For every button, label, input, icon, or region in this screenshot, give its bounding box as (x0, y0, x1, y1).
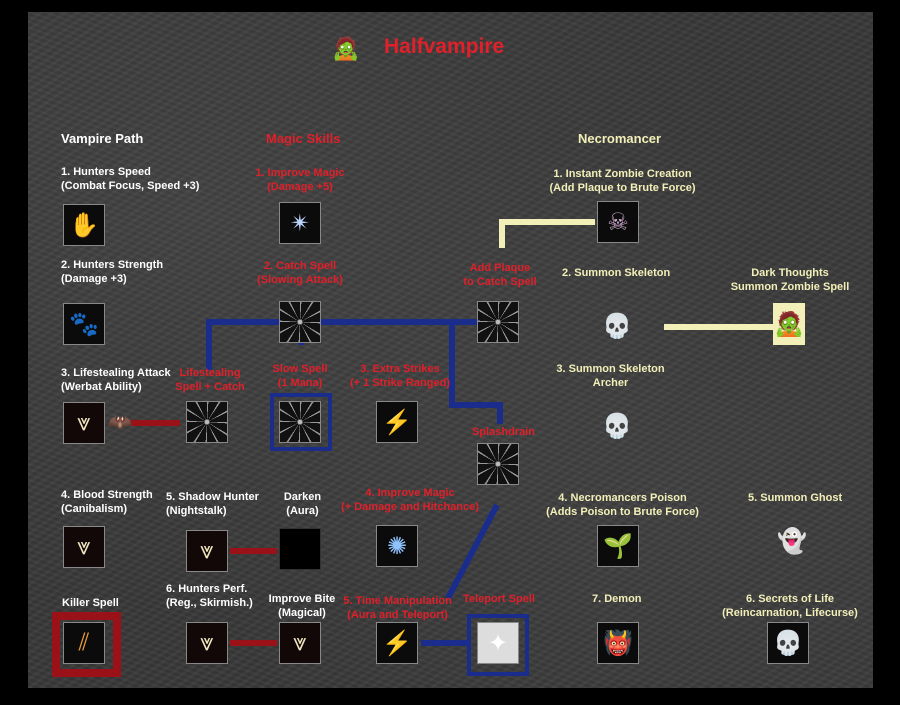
werbat-sprite-icon: 🦇 (107, 411, 133, 434)
killer-spell-label: Killer Spell (62, 597, 119, 609)
hunters-perf-fangs-icon[interactable]: ⩔ (186, 622, 228, 664)
improve-bite-label: Improve Bite(Magical) (268, 593, 336, 619)
summon-ghost-label: 5. Summon Ghost (748, 492, 843, 504)
secrets-skulls-icon[interactable]: 💀 (767, 622, 809, 664)
zombie-creation-icon[interactable]: ☠ (597, 201, 639, 243)
blood-strength-fangs-icon[interactable]: ⩔ (63, 526, 105, 568)
demon-label: 7. Demon (592, 593, 642, 605)
hunters-strength-icon[interactable]: 🐾 (63, 303, 105, 345)
slow-spell-web-icon[interactable] (279, 401, 321, 443)
summon-skeleton-label: 2. Summon Skeleton (562, 267, 671, 279)
shadow-hunter-label: 5. Shadow Hunter(Nightstalk) (166, 491, 259, 517)
splashdrain-label: Splashdrain (472, 426, 535, 438)
extra-strikes-label: 3. Extra Strikes(+ 1 Strike Ranged) (350, 363, 450, 389)
time-manipulation-icon[interactable]: ⚡ (376, 622, 418, 664)
hunters-strength-label: 2. Hunters Strength(Damage +3) (61, 259, 164, 285)
skeleton-sprite-icon[interactable]: 💀 (602, 312, 632, 340)
skill-tree-board (28, 12, 873, 688)
instant-zombie-label: 1. Instant Zombie Creation(Add Plaque to… (549, 168, 696, 194)
page-title: Halfvampire (384, 35, 505, 58)
lifestealing-spell-web-icon[interactable] (186, 401, 228, 443)
plaque-catch-web-icon[interactable] (477, 301, 519, 343)
poison-plant-icon[interactable]: 🌱 (597, 525, 639, 567)
improve-bite-fangs-icon[interactable]: ⩔ (279, 622, 321, 664)
skeleton-archer-sprite-icon[interactable]: 💀 (602, 412, 632, 440)
demon-icon[interactable]: 👹 (597, 622, 639, 664)
extra-strikes-icon[interactable]: ⚡ (376, 401, 418, 443)
halfvampire-hero-sprite: 🧟 (332, 36, 360, 61)
killer-claw-icon[interactable]: ⫽ (63, 622, 105, 664)
slow-spell-label: Slow Spell(1 Mana) (272, 363, 328, 389)
darken-aura-icon[interactable] (279, 528, 321, 570)
hunters-speed-icon[interactable]: ✋ (63, 204, 105, 246)
necromancer-header: Necromancer (578, 131, 662, 146)
catch-spell-web-icon[interactable] (279, 301, 321, 343)
time-manipulation-label: 5. Time Manipulation(Aura and Teleport) (343, 595, 452, 621)
teleport-spell-icon[interactable]: ✦ (477, 622, 519, 664)
hunters-speed-label: 1. Hunters Speed(Combat Focus, Speed +3) (61, 166, 200, 192)
splashdrain-web-icon[interactable] (477, 443, 519, 485)
shadow-hunter-fangs-icon[interactable]: ⩔ (186, 530, 228, 572)
lifestealing-fangs-icon[interactable]: ⩔ (63, 402, 105, 444)
blood-strength-label: 4. Blood Strength(Canibalism) (61, 489, 153, 515)
vampire-path-header: Vampire Path (61, 131, 144, 146)
catch-spell-label: 2. Catch Spell(Slowing Attack) (257, 260, 343, 286)
teleport-spell-label: Teleport Spell (463, 593, 535, 605)
zombie-sprite-icon[interactable]: 🧟 (773, 303, 805, 345)
teleport-spell-highlight-frame (467, 614, 529, 676)
hunters-perf-label: 6. Hunters Perf.(Reg., Skirmish.) (166, 583, 253, 609)
lifestealing-attack-label: 3. Lifestealing Attack(Werbat Ability) (61, 367, 171, 393)
improve-magic-2-label: 4. Improve Magic(+ Damage and Hitchance) (341, 487, 479, 513)
slow-spell-highlight-frame (270, 393, 332, 451)
secrets-of-life-label: 6. Secrets of Life(Reincarnation, Lifecu… (722, 593, 858, 619)
improve-magic-icon[interactable]: ✴ (279, 202, 321, 244)
darken-label: Darken(Aura) (283, 491, 322, 517)
killer-spell-highlight-frame (52, 612, 121, 677)
magic-skills-header: Magic Skills (266, 131, 341, 146)
improve-magic-label: 1. Improve Magic(Damage +5) (255, 167, 345, 193)
improve-magic-2-icon[interactable]: ✺ (376, 525, 418, 567)
necromancers-poison-label: 4. Necromancers Poison(Adds Poison to Br… (546, 492, 699, 518)
ghost-sprite-icon[interactable]: 👻 (777, 527, 807, 555)
